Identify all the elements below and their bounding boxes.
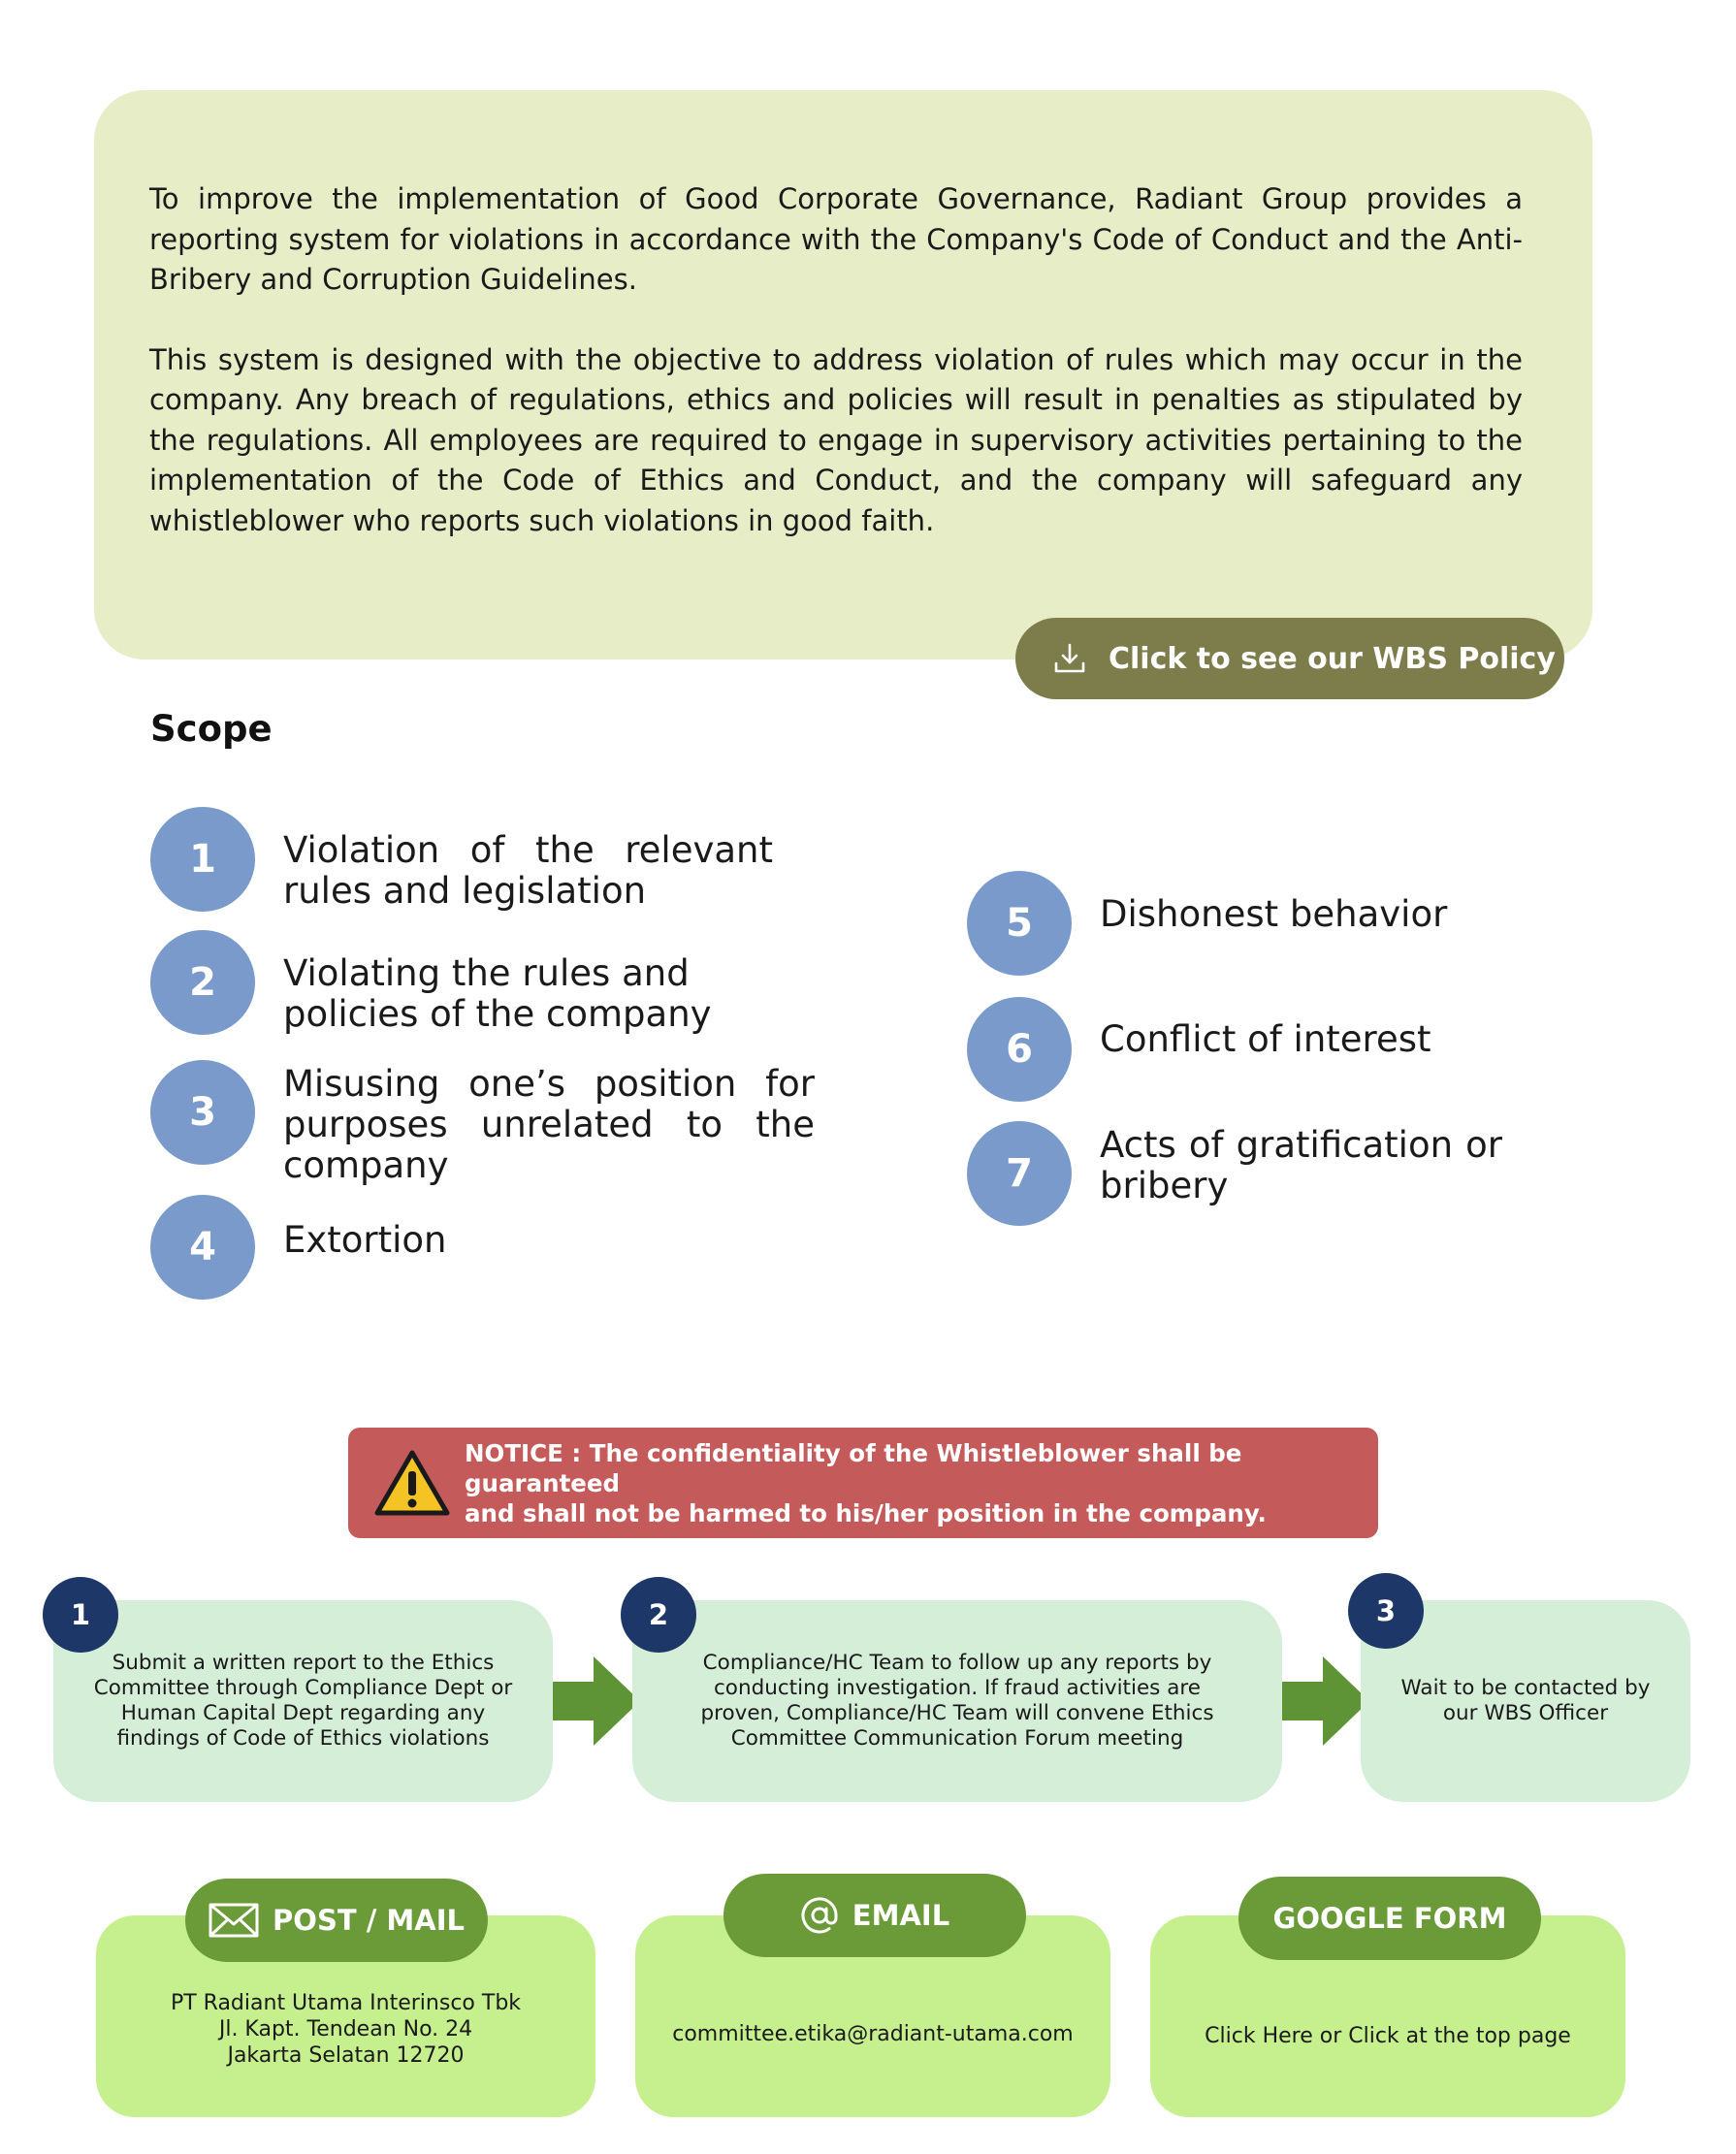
scope-number-3: 3 [150, 1060, 255, 1165]
scope-item-6: Conflict of interest [1100, 1019, 1585, 1060]
post-address-line-3: Jakarta Selatan 12720 [227, 2042, 465, 2068]
step-2-box: Compliance/HC Team to follow up any repo… [632, 1600, 1282, 1802]
step-1-text: Submit a written report to the Ethics Co… [93, 1651, 513, 1751]
notice-line-1: NOTICE : The confidentiality of the Whis… [465, 1438, 1242, 1497]
scope-item-3: Misusing one’s position for purposes unr… [283, 1064, 815, 1186]
post-address-line-2: Jl. Kapt. Tendean No. 24 [218, 2016, 473, 2041]
scope-item-7: Acts of gratification or bribery [1100, 1125, 1502, 1206]
scope-number-1: 1 [150, 807, 255, 912]
scope-title: Scope [150, 708, 273, 750]
arrow-right-icon [1282, 1656, 1369, 1746]
wbs-policy-button[interactable]: Click to see our WBS Policy [1015, 618, 1564, 699]
email-label: EMAIL [723, 1874, 1026, 1957]
scope-number-4: 4 [150, 1195, 255, 1300]
scope-item-text: Extortion [283, 1219, 447, 1261]
step-1-box: Submit a written report to the Ethics Co… [53, 1600, 553, 1802]
intro-paragraph-1: To improve the implementation of Good Co… [149, 182, 1523, 296]
download-icon [1054, 643, 1085, 673]
envelope-icon [209, 1903, 259, 1938]
scope-item-5: Dishonest behavior [1100, 894, 1585, 935]
email-address[interactable]: committee.etika@radiant-utama.com [672, 2021, 1074, 2046]
scope-item-text: Misusing one’s position for purposes unr… [283, 1063, 815, 1186]
intro-paragraph-2: This system is designed with the objecti… [149, 342, 1523, 537]
step-2-text: Compliance/HC Team to follow up any repo… [700, 1651, 1214, 1751]
scope-item-2: Violating the rules and policies of the … [283, 953, 826, 1035]
post-address: PT Radiant Utama Interinsco Tbk Jl. Kapt… [171, 1990, 521, 2069]
scope-item-1: Violation of the relevant rules and legi… [283, 830, 773, 912]
google-form-label: GOOGLE FORM [1238, 1877, 1541, 1960]
scope-number-6: 6 [967, 997, 1072, 1102]
scope-number-5: 5 [967, 871, 1072, 976]
scope-number-2: 2 [150, 930, 255, 1035]
google-form-label-text: GOOGLE FORM [1272, 1902, 1507, 1935]
scope-item-text: Acts of gratification or bribery [1100, 1124, 1502, 1206]
scope-item-text: Dishonest behavior [1100, 893, 1448, 935]
step-3-number: 3 [1348, 1573, 1424, 1649]
post-mail-label-text: POST / MAIL [273, 1904, 465, 1937]
confidentiality-notice: NOTICE : The confidentiality of the Whis… [348, 1428, 1378, 1538]
intro-panel: To improve the implementation of Good Co… [94, 90, 1592, 659]
scope-item-text: Violating the rules and policies of the … [283, 952, 712, 1035]
step-1-number: 1 [43, 1577, 118, 1653]
post-address-line-1: PT Radiant Utama Interinsco Tbk [170, 1990, 522, 2015]
scope-item-text: Conflict of interest [1100, 1018, 1431, 1060]
scope-item-text: Violation of the relevant rules and legi… [283, 829, 773, 912]
arrow-right-icon [553, 1656, 640, 1746]
scope-number-7: 7 [967, 1121, 1072, 1226]
notice-text: NOTICE : The confidentiality of the Whis… [465, 1438, 1378, 1528]
wbs-policy-button-label: Click to see our WBS Policy [1109, 641, 1556, 676]
step-2-number: 2 [621, 1577, 696, 1653]
at-sign-icon [801, 1897, 838, 1934]
post-mail-label: POST / MAIL [185, 1879, 488, 1962]
scope-item-4: Extortion [283, 1220, 773, 1261]
google-form-link[interactable]: Click Here or Click at the top page [1205, 2023, 1571, 2048]
step-3-text: Wait to be contacted by our WBS Officer [1400, 1676, 1651, 1725]
email-label-text: EMAIL [852, 1899, 950, 1932]
warning-icon [374, 1450, 450, 1516]
notice-line-2: and shall not be harmed to his/her posit… [465, 1498, 1267, 1527]
